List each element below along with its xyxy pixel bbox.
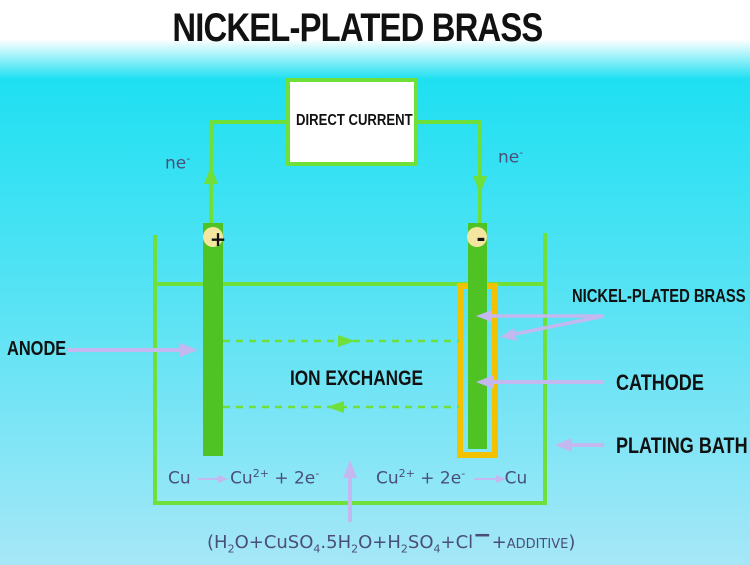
cathode-terminal [467, 227, 487, 247]
anode-pointer-head [180, 343, 198, 357]
anode-reaction: Cu Cu2+ + 2e- [168, 467, 320, 489]
cathode-electrode [468, 223, 487, 449]
direct-current-label: DIRECT CURRENT [296, 112, 413, 129]
cathode-pointer-head [476, 375, 494, 389]
anode-terminal [203, 227, 223, 247]
anode-terminal-sign: + [210, 227, 227, 251]
anode-label: ANODE [7, 338, 67, 360]
additive-pointer-head [343, 460, 357, 478]
cathode-terminal-sign: - [476, 227, 485, 252]
page-title: NICKEL-PLATED BRASS [172, 6, 543, 50]
plating-bath-pointer-head [555, 438, 572, 452]
coating-pointer-lower [514, 314, 605, 336]
electron-flow-right: ne- [498, 146, 524, 168]
coating-pointer-upper-head [476, 310, 492, 322]
bath-composition: (H2O+CuSO4.5H2O+H2SO4+Cl−+ADDITIVE) [207, 523, 576, 556]
right-wire-arrow-down [473, 176, 487, 194]
left-wire-arrow-up [204, 166, 218, 184]
anode-electrode [203, 223, 223, 456]
direct-current-box [286, 78, 418, 166]
ion-exchange-label: ION EXCHANGE [290, 367, 423, 390]
coating-label: NICKEL-PLATED BRASS [572, 286, 746, 306]
ion-flow-left-arrow [327, 401, 344, 413]
cathode-reaction: Cu2+ + 2e- Cu [376, 467, 528, 489]
ion-flow-right-arrow [338, 335, 355, 347]
cathode-label: CATHODE [616, 370, 704, 395]
left-wire [209, 120, 288, 225]
cathode-reaction-arrow-head [496, 475, 506, 483]
anode-reaction-arrow-head [218, 475, 228, 483]
plating-bath-label: PLATING BATH [616, 433, 748, 458]
electron-flow-left: ne- [165, 152, 191, 174]
coating-pointer-lower-head [500, 328, 517, 341]
